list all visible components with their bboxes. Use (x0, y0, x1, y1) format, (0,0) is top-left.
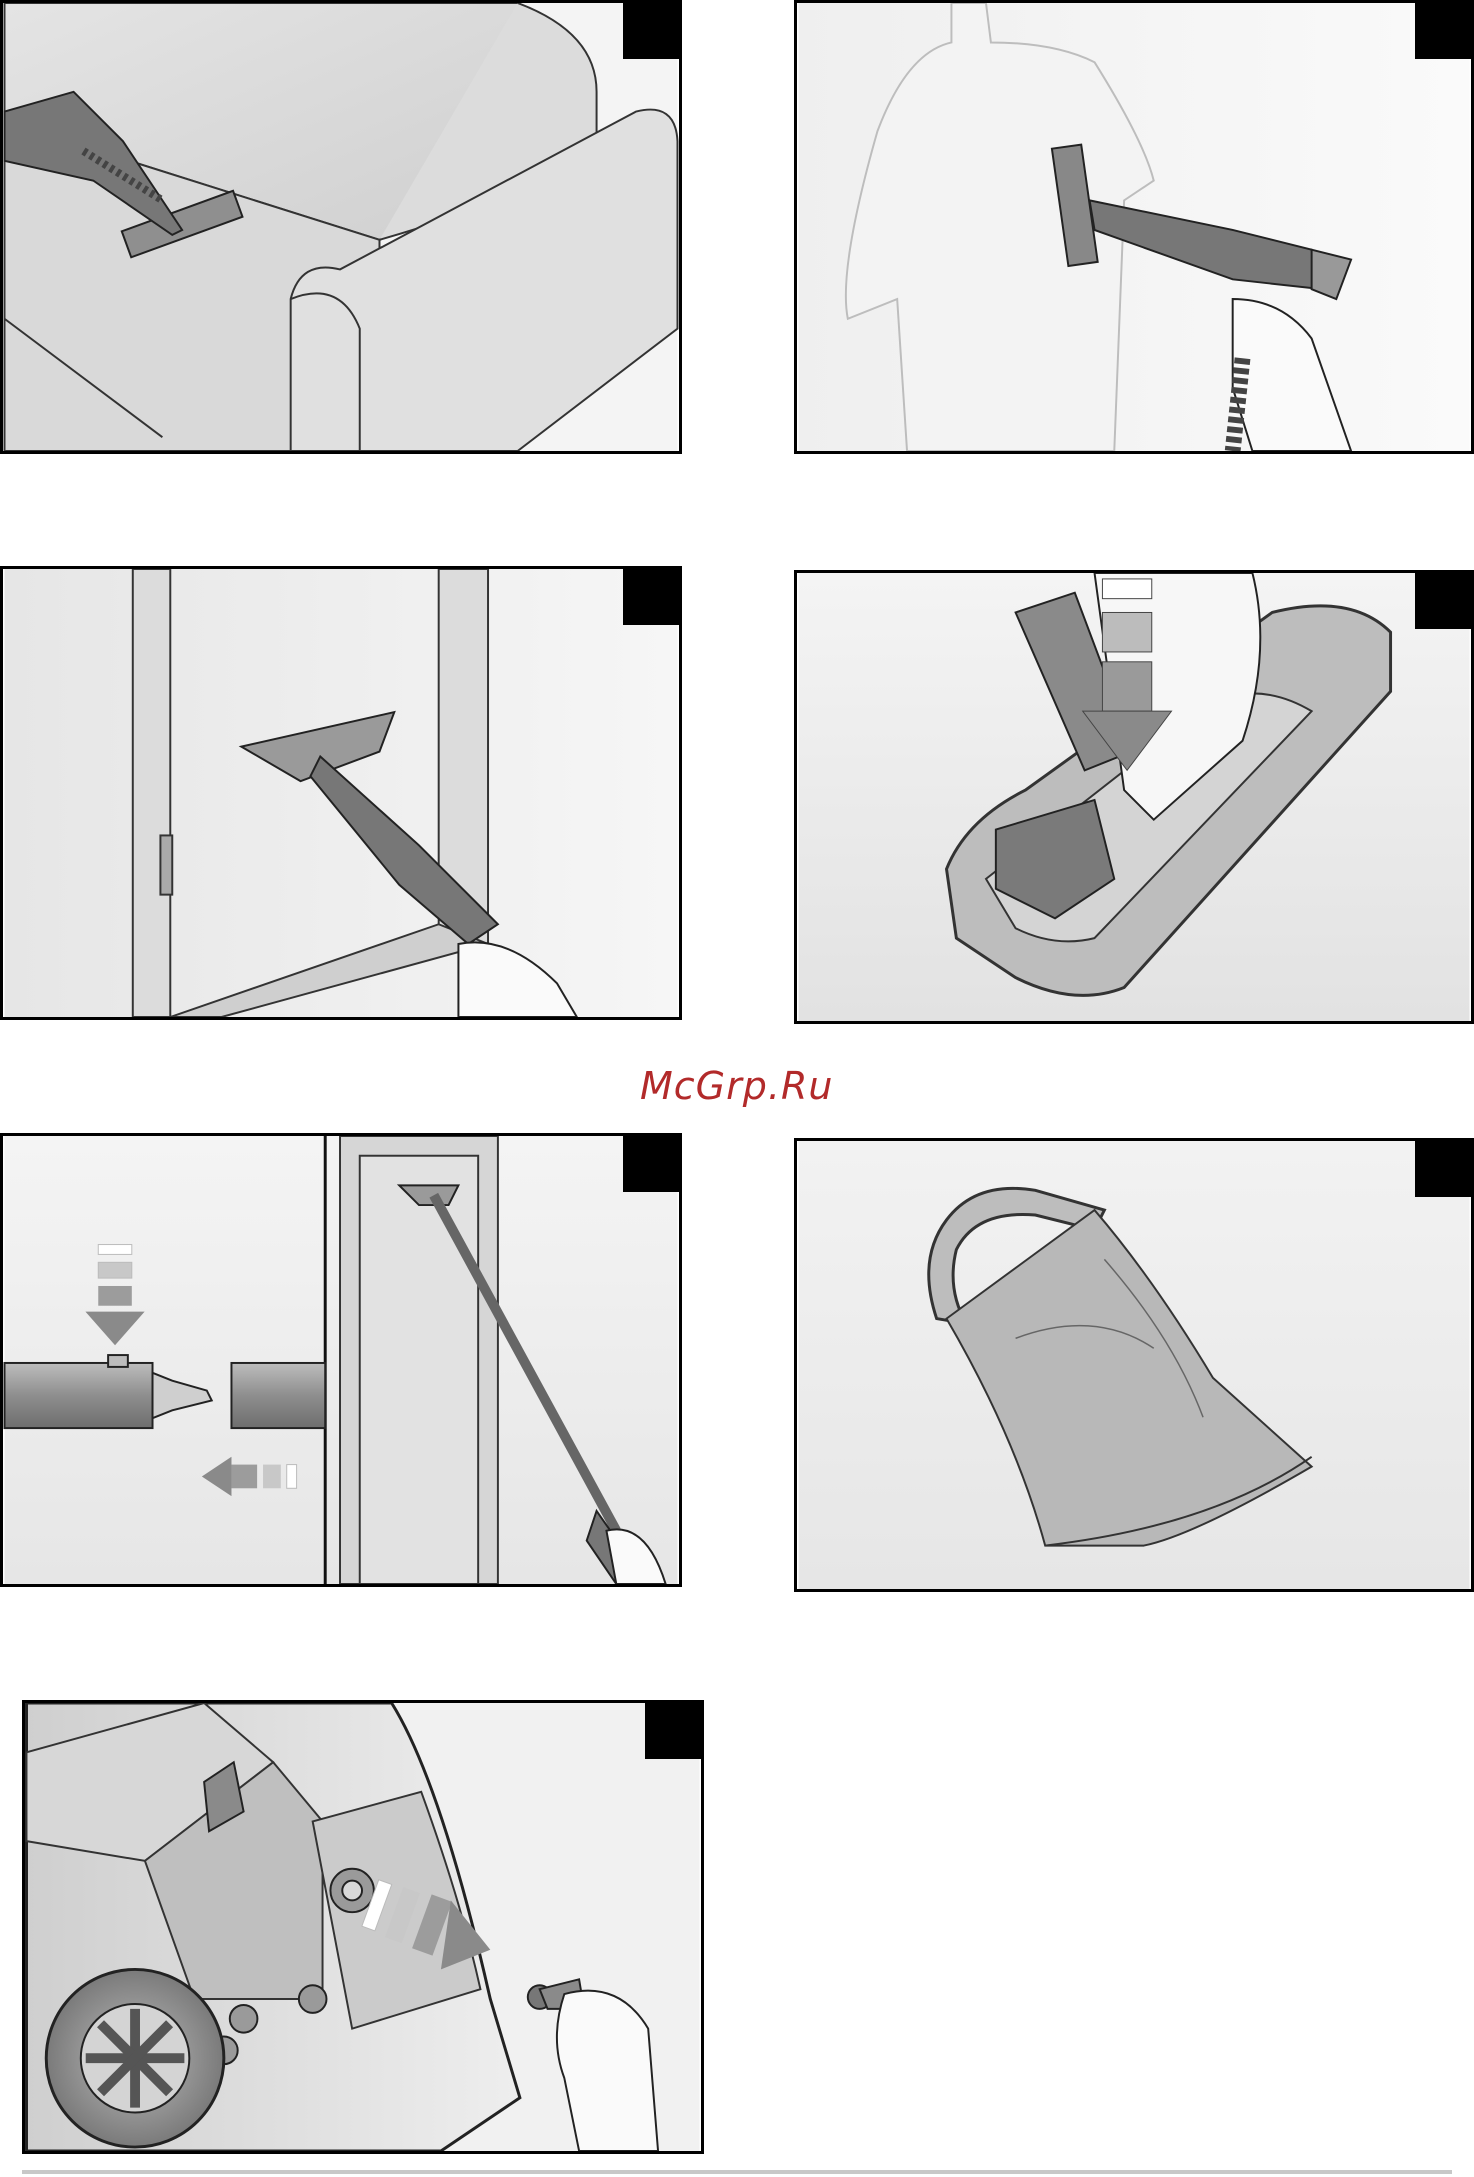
illustration-panel-7 (22, 1700, 704, 2154)
step-marker (1415, 1141, 1471, 1197)
descaling-plug-icon (25, 1703, 701, 2151)
illustration-panel-5 (0, 1133, 682, 1587)
step-marker (623, 1136, 679, 1192)
step-marker (1415, 3, 1471, 59)
cloth-cover-icon (797, 1141, 1471, 1589)
step-marker (623, 569, 679, 625)
extension-tube-connect-icon (3, 1136, 679, 1584)
footer-rule (22, 2170, 1452, 2174)
step-marker (645, 1703, 701, 1759)
steam-brush-on-sofa-icon (3, 3, 679, 451)
window-squeegee-icon (3, 569, 679, 1017)
illustration-panel-3 (0, 566, 682, 1020)
step-marker (623, 3, 679, 59)
illustration-panel-6 (794, 1138, 1474, 1592)
illustration-panel-4 (794, 570, 1474, 1024)
step-marker (1415, 573, 1471, 629)
watermark-text: McGrp.Ru (640, 1064, 833, 1108)
illustration-panel-1 (0, 0, 682, 454)
cloth-attachment-icon (797, 573, 1471, 1021)
illustration-panel-2 (794, 0, 1474, 454)
steam-brush-on-shirt-icon (797, 3, 1471, 451)
